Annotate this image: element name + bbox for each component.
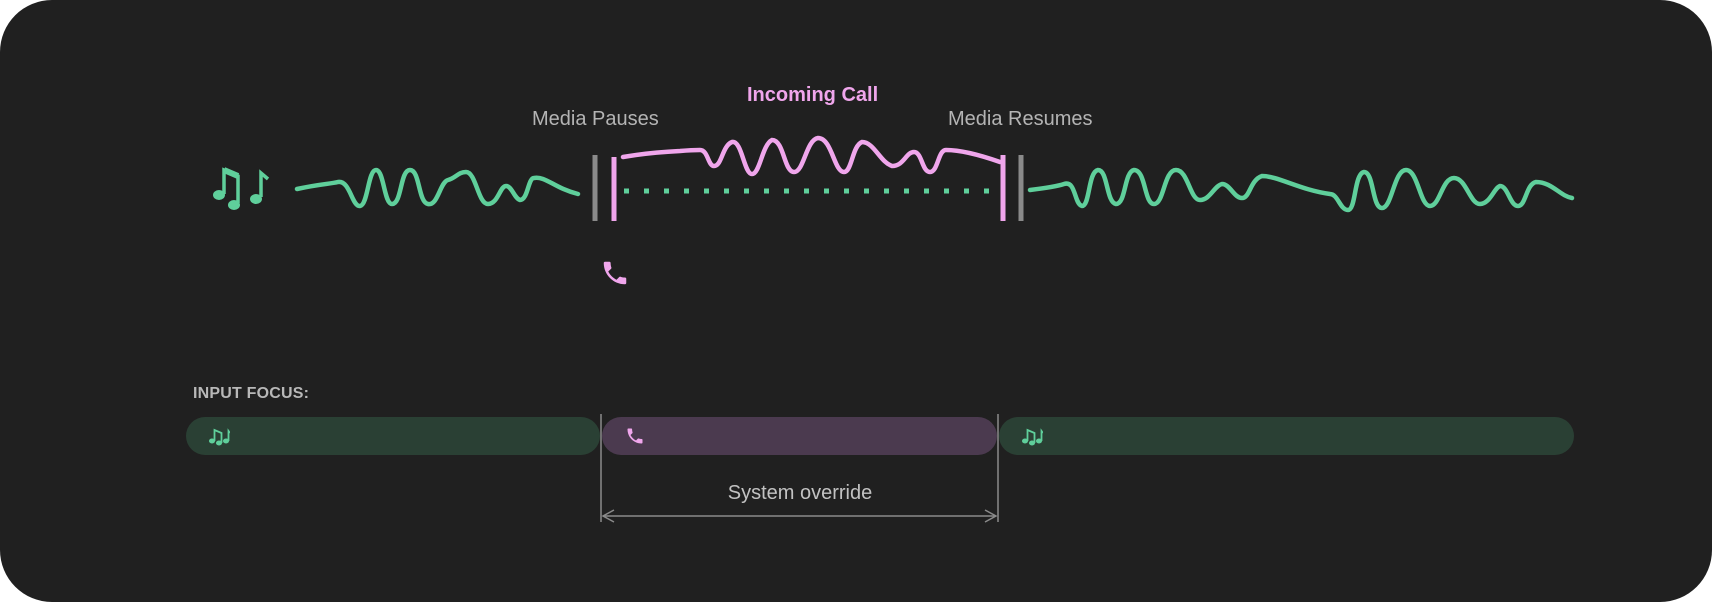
- media-pauses-label: Media Pauses: [532, 108, 659, 130]
- phone-icon: [627, 428, 643, 444]
- system-override-arrow: [601, 509, 998, 523]
- media-focus-segment-after: [999, 417, 1574, 455]
- music-notes-icon: [213, 167, 270, 210]
- input-focus-label: INPUT FOCUS:: [193, 385, 310, 402]
- incoming-call-label: Incoming Call: [747, 84, 879, 106]
- system-override-label: System override: [727, 482, 873, 504]
- call-focus-segment: [602, 417, 997, 455]
- phone-icon: [603, 261, 627, 285]
- media-resumes-label: Media Resumes: [948, 108, 1093, 130]
- music-notes-icon: [1022, 428, 1043, 446]
- media-focus-segment-before: [186, 417, 600, 455]
- media-wave-before: [294, 167, 581, 209]
- call-wave: [620, 135, 1003, 177]
- media-wave-after: [1027, 167, 1575, 213]
- music-notes-icon: [209, 428, 230, 446]
